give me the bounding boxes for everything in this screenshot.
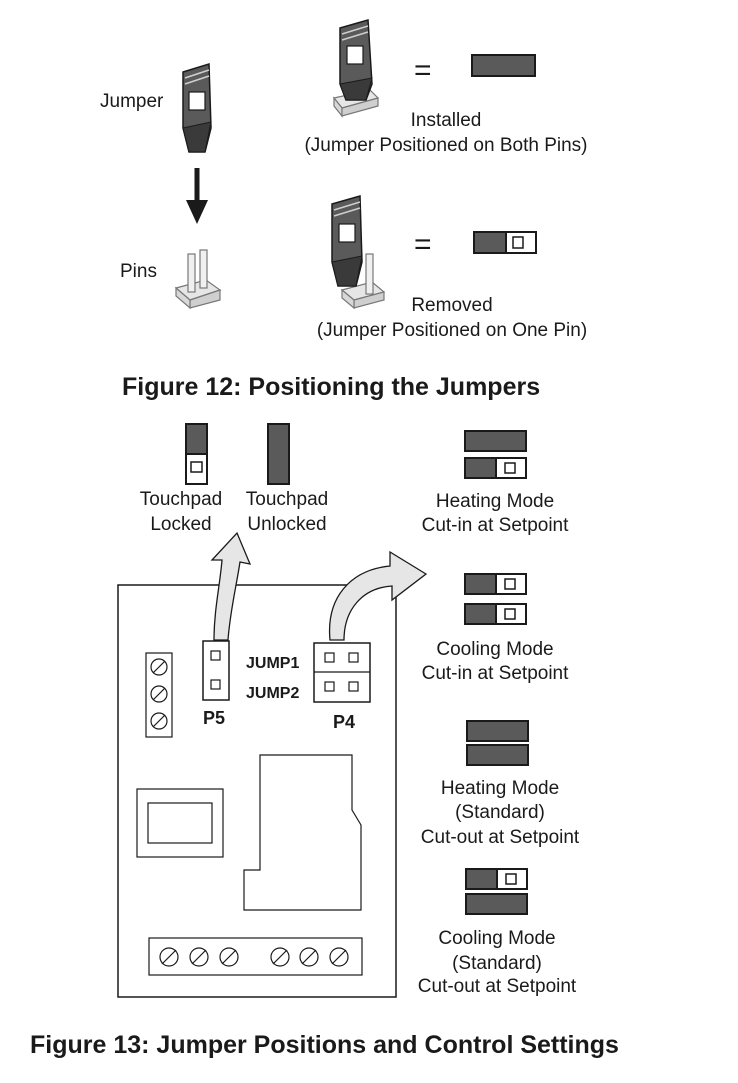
jump1-state-symbol [464,573,527,595]
p4-header [313,642,371,703]
mode-line: Cooling Mode [438,928,556,949]
pins-label: Pins [120,261,157,282]
curved-arrow-icon [328,550,428,641]
jump1-state-symbol [464,430,527,452]
jump2-state-symbol [464,457,527,479]
pins-icon [174,249,222,310]
board-component [136,788,224,858]
mode-line: Cut-out at Setpoint [420,827,580,848]
mode-line: Heating Mode [435,491,555,512]
p5-label: P5 [203,708,225,728]
jump1-label: JUMP1 [246,655,299,672]
touchpad-locked-line1: Touchpad [139,489,223,510]
installed-title: Installed [410,110,482,131]
jump2-label: JUMP2 [246,685,299,702]
mode-line: Cut-out at Setpoint [417,976,577,997]
jumper-icon [182,62,212,153]
removed-symbol [473,231,537,254]
jump2-state-symbol [466,744,529,766]
figure-13-caption: Figure 13: Jumper Positions and Control … [30,1031,619,1059]
p4-label: P4 [333,712,355,732]
board-relay-outline [243,754,362,911]
installed-symbol [471,54,536,77]
removed-jumper-icon [331,195,386,310]
jump1-state-symbol [466,720,529,742]
touchpad-unlocked-line1: Touchpad [245,489,329,510]
touchpad-unlocked-line2: Unlocked [247,514,327,535]
mode-line: Cut-in at Setpoint [421,663,569,684]
terminal-block-3 [145,652,173,738]
terminal-strip-bottom [148,937,363,976]
mode-line: Heating Mode [440,778,560,799]
equals-sign-installed: = [414,54,432,87]
jump2-state-symbol [465,893,528,915]
up-arrow-icon [210,531,252,641]
p5-header [202,640,230,701]
installed-jumper-icon [332,19,380,118]
touchpad-locked-symbol [185,423,208,485]
touchpad-locked-line2: Locked [150,514,212,535]
removed-description: (Jumper Positioned on One Pin) [316,320,588,341]
installed-description: (Jumper Positioned on Both Pins) [304,135,588,156]
jumper-label: Jumper [100,91,164,112]
mode-line: Cut-in at Setpoint [421,515,569,536]
mode-line: Cooling Mode [436,639,554,660]
mode-line: (Standard) [452,953,542,974]
mode-line: (Standard) [455,802,545,823]
figure-12-caption: Figure 12: Positioning the Jumpers [122,373,541,401]
removed-title: Removed [411,295,493,316]
mode-symbols [464,430,529,915]
jump1-state-symbol [465,868,528,890]
equals-sign-removed: = [414,228,432,261]
down-arrow-icon [186,168,208,224]
touchpad-unlocked-symbol [267,423,290,485]
jump2-state-symbol [464,603,527,625]
